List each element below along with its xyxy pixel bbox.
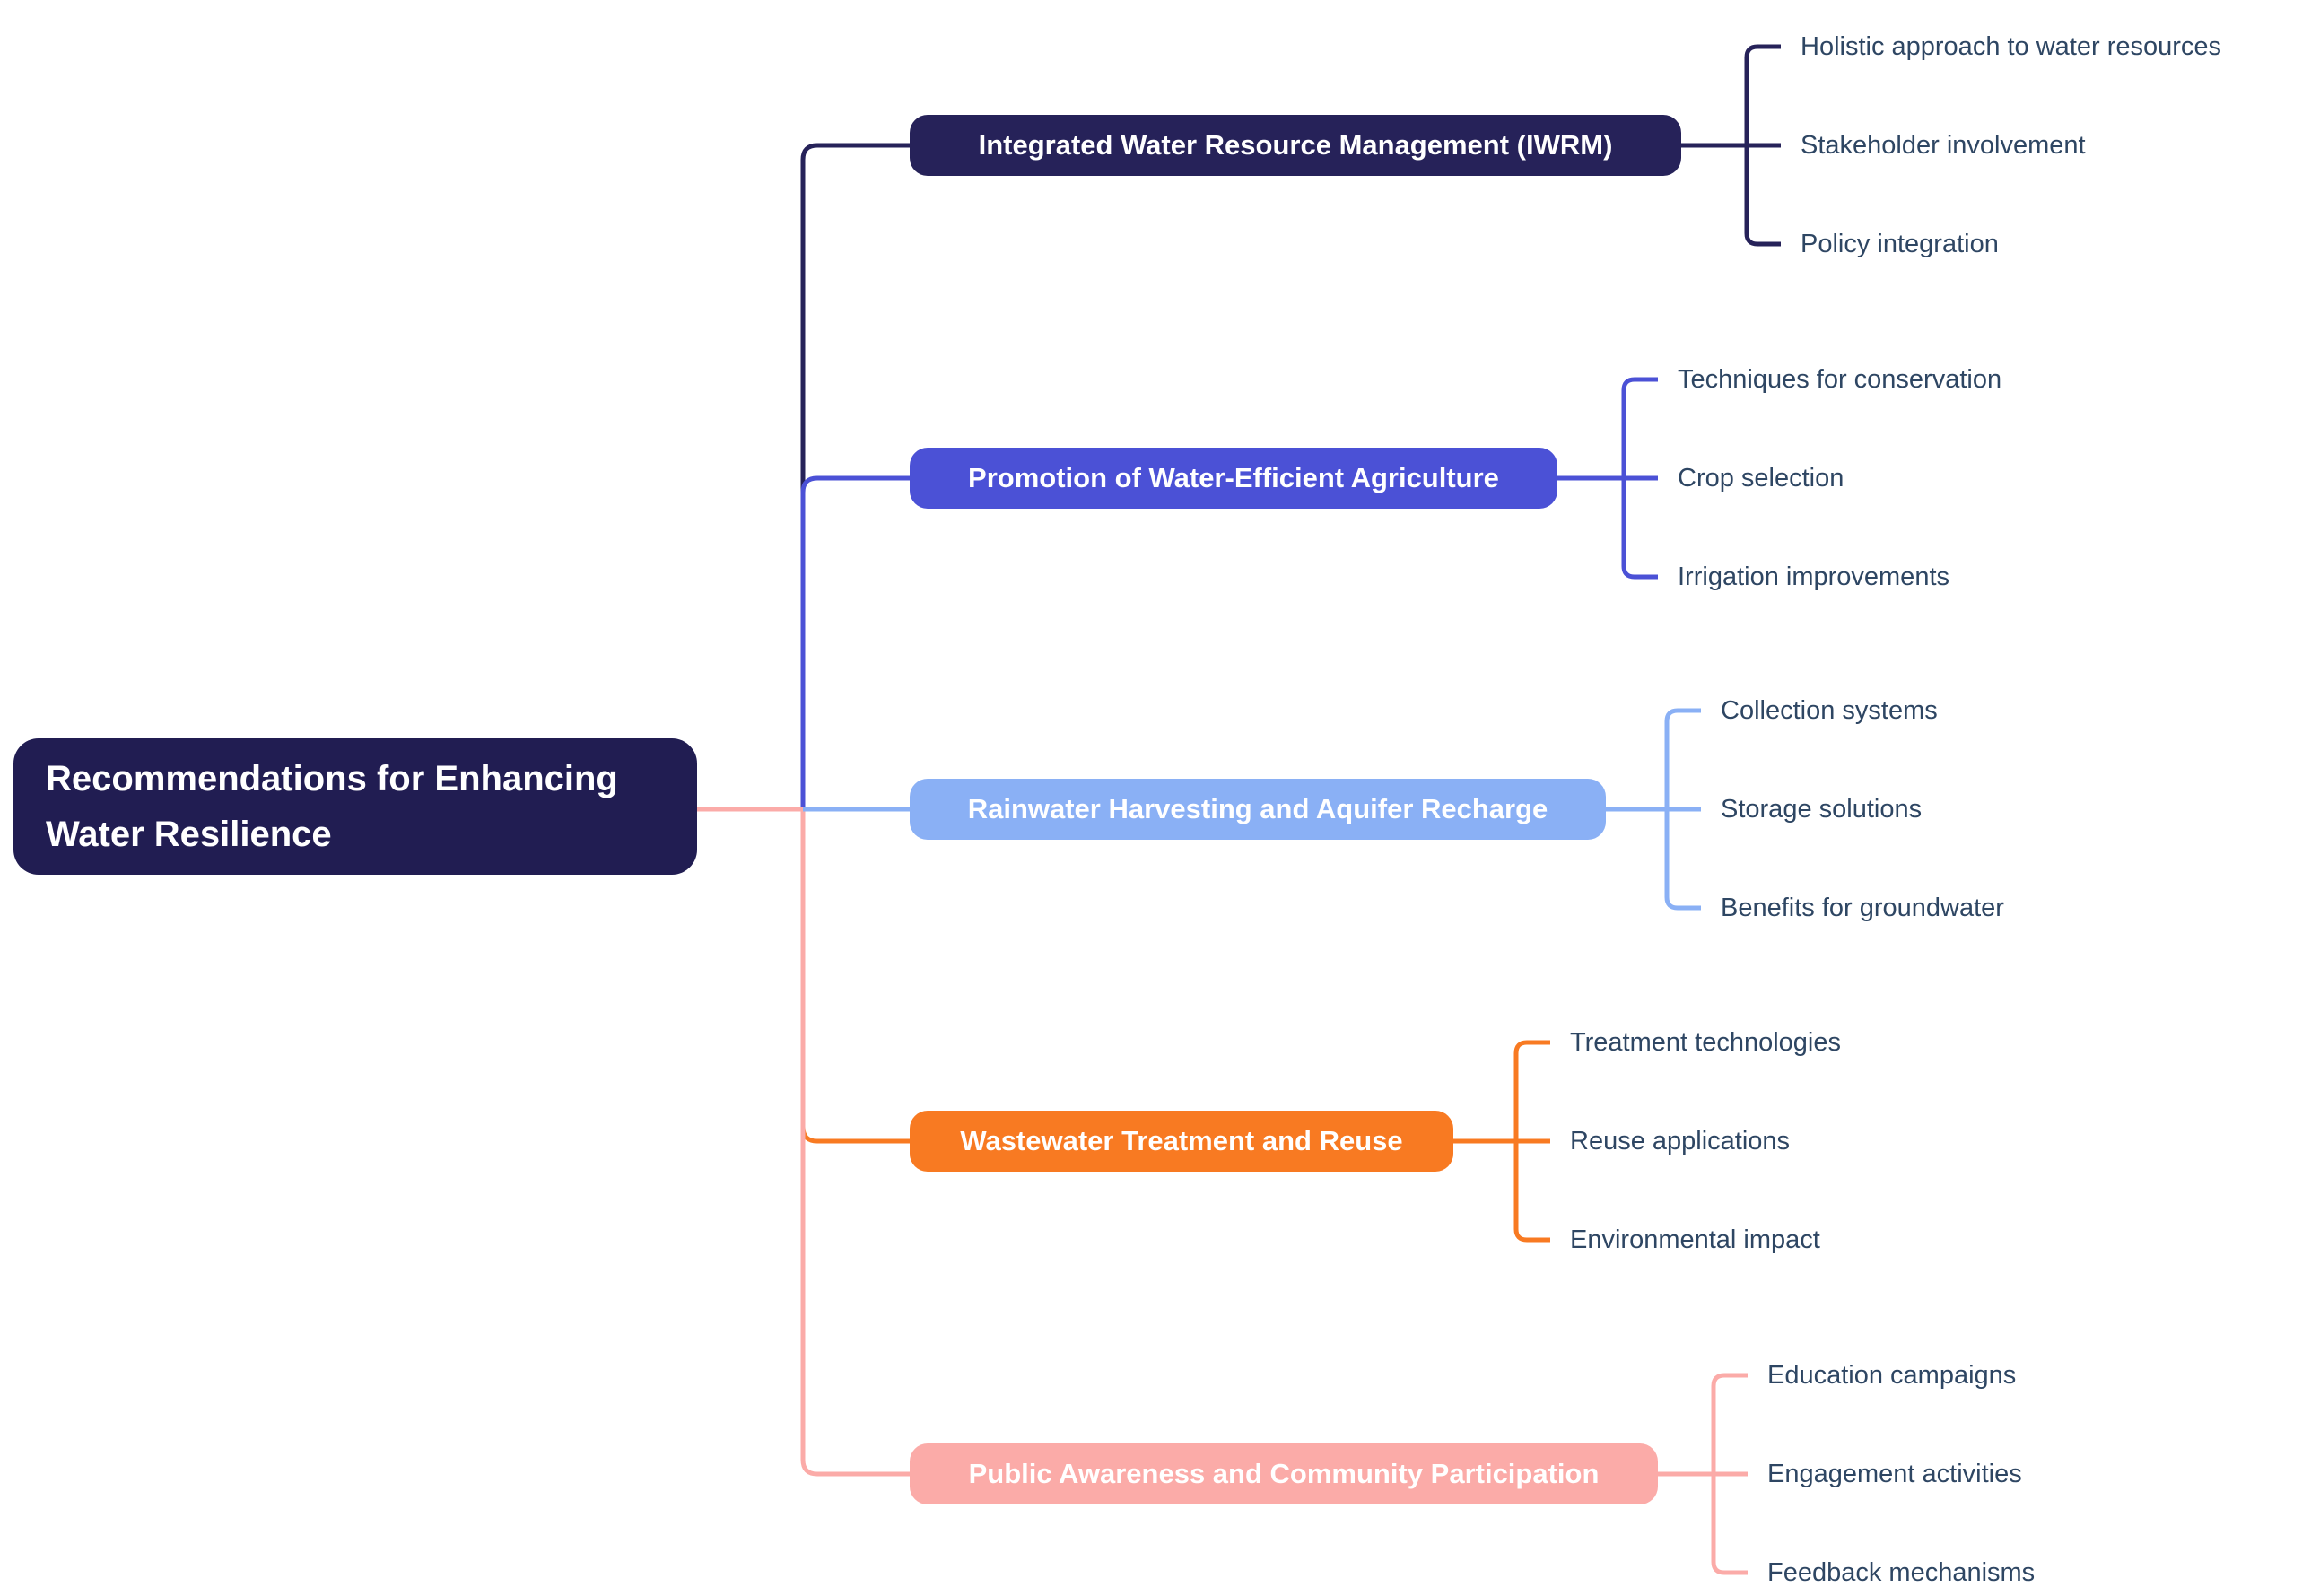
branch-node-iwrm[interactable]: Integrated Water Resource Management (IW…	[910, 115, 1681, 176]
leaf-node[interactable]: Collection systems	[1721, 696, 1938, 725]
leaf-node[interactable]: Storage solutions	[1721, 795, 1923, 824]
connector-root-to-branch-3	[800, 809, 910, 1144]
leaf-node[interactable]: Crop selection	[1678, 464, 1844, 493]
branch-node-wastewater[interactable]: Wastewater Treatment and Reuse	[910, 1111, 1453, 1172]
branch-node-label: Public Awareness and Community Participa…	[968, 1458, 1600, 1489]
leaf-node[interactable]: Reuse applications	[1570, 1127, 1791, 1156]
branch-node-agriculture[interactable]: Promotion of Water-Efficient Agriculture	[910, 448, 1557, 509]
branch-node-label: Promotion of Water-Efficient Agriculture	[968, 462, 1499, 493]
leaf-node[interactable]: Treatment technologies	[1570, 1028, 1841, 1057]
leaf-node[interactable]: Engagement activities	[1767, 1460, 2022, 1488]
leaf-node[interactable]: Environmental impact	[1570, 1225, 1820, 1254]
connector-branch-2-leaves	[1605, 708, 1701, 911]
branch-node-label: Rainwater Harvesting and Aquifer Recharg…	[967, 793, 1548, 824]
leaf-node[interactable]: Feedback mechanisms	[1767, 1558, 2036, 1587]
connector-branch-0-leaves	[1680, 44, 1781, 247]
connector-branch-3-leaves	[1453, 1040, 1550, 1243]
leaf-node[interactable]: Benefits for groundwater	[1721, 894, 2004, 922]
connector-branch-4-leaves	[1658, 1373, 1748, 1575]
root-node-label: Recommendations for Enhancing Water Resi…	[46, 759, 618, 854]
leaf-node[interactable]: Stakeholder involvement	[1801, 131, 2086, 160]
leaf-node[interactable]: Irrigation improvements	[1678, 563, 1949, 591]
connector-root-to-branch-4	[697, 807, 910, 1477]
leaf-node[interactable]: Techniques for conservation	[1678, 365, 2002, 394]
leaf-node[interactable]: Policy integration	[1801, 230, 1999, 258]
branch-node-rainwater[interactable]: Rainwater Harvesting and Aquifer Recharg…	[910, 779, 1606, 840]
root-node[interactable]: Recommendations for Enhancing Water Resi…	[13, 738, 697, 875]
branch-node-public-awareness[interactable]: Public Awareness and Community Participa…	[910, 1443, 1658, 1504]
branch-node-label: Wastewater Treatment and Reuse	[960, 1125, 1403, 1156]
connector-branch-1-leaves	[1557, 377, 1658, 580]
leaf-node[interactable]: Holistic approach to water resources	[1801, 32, 2222, 61]
leaf-node[interactable]: Education campaigns	[1767, 1361, 2017, 1390]
branch-node-label: Integrated Water Resource Management (IW…	[978, 129, 1613, 161]
connector-root-to-branch-0	[800, 143, 910, 809]
connector-root-to-branch-1	[800, 475, 910, 809]
